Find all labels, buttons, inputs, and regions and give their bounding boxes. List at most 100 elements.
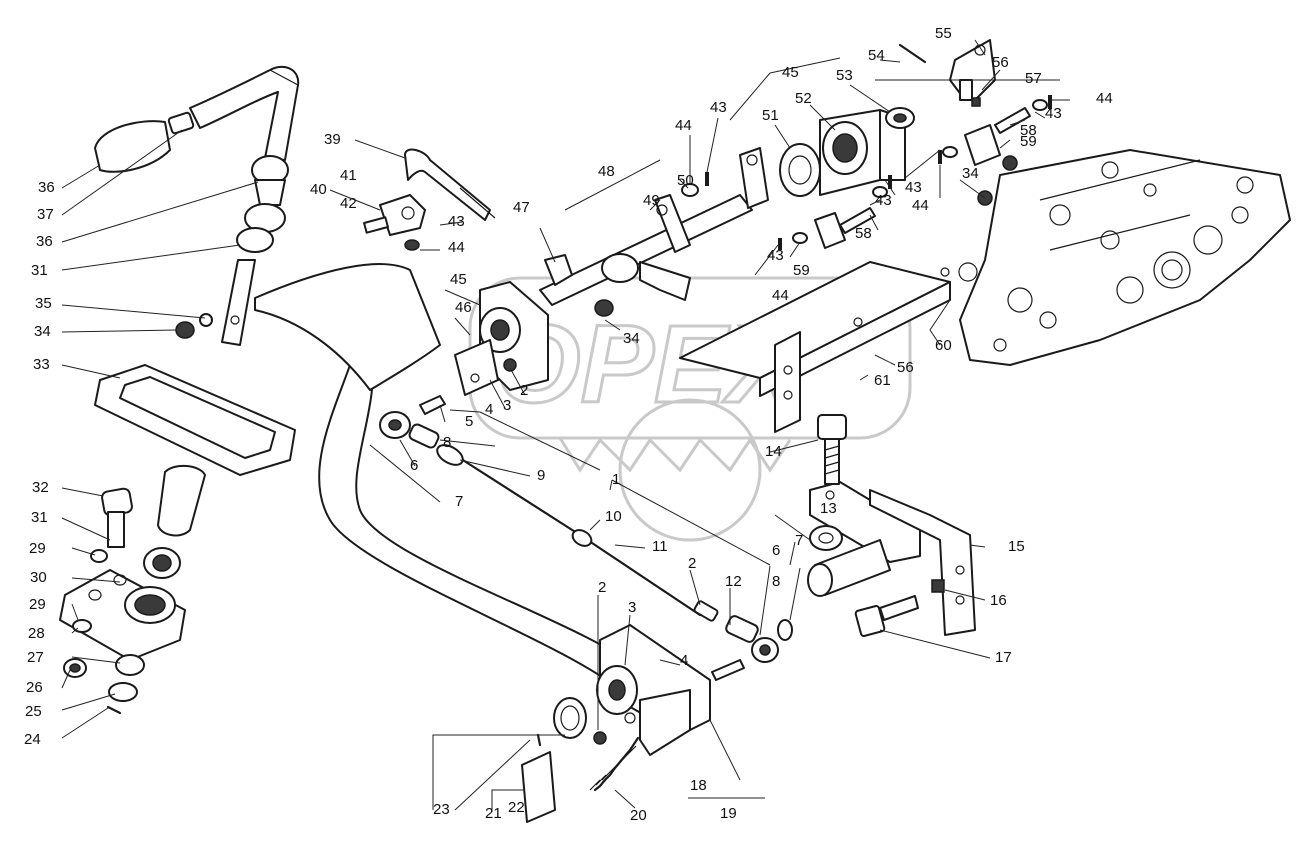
part-number-label: 33 bbox=[33, 356, 50, 373]
part-number-label: 37 bbox=[37, 206, 54, 223]
part-number-label: 13 bbox=[820, 500, 837, 517]
part-number-label: 23 bbox=[433, 801, 450, 818]
part-number-label: 7 bbox=[455, 493, 463, 510]
part-number-label: 34 bbox=[34, 323, 51, 340]
leader-lines bbox=[61, 39, 1070, 812]
part-number-label: 22 bbox=[508, 799, 525, 816]
part-number-label: 51 bbox=[762, 107, 779, 124]
part-number-label: 27 bbox=[27, 649, 44, 666]
part-number-label: 45 bbox=[782, 64, 799, 81]
part-number-label: 31 bbox=[31, 509, 48, 526]
part-number-label: 61 bbox=[874, 372, 891, 389]
part-number-label: 56 bbox=[992, 54, 1009, 71]
part-number-label: 32 bbox=[32, 479, 49, 496]
part-number-label: 3 bbox=[503, 397, 511, 414]
part-number-label: 40 bbox=[310, 181, 327, 198]
part-number-label: 43 bbox=[875, 192, 892, 209]
part-number-label: 25 bbox=[25, 703, 42, 720]
shift-lever bbox=[94, 65, 300, 173]
part-number-label: 26 bbox=[26, 679, 43, 696]
part-number-label: 11 bbox=[652, 538, 668, 555]
part-number-label: 24 bbox=[24, 731, 41, 748]
part-number-label: 59 bbox=[1020, 133, 1037, 150]
part-number-label: 43 bbox=[905, 179, 922, 196]
clevis-55 bbox=[898, 39, 996, 107]
part-number-label: 41 bbox=[340, 167, 357, 184]
part-number-label: 53 bbox=[836, 67, 853, 84]
clevis-upper bbox=[379, 395, 446, 449]
part-number-label: 4 bbox=[485, 401, 493, 418]
part-number-label: 43 bbox=[767, 247, 784, 264]
part-number-label: 44 bbox=[772, 287, 789, 304]
cross-shaft bbox=[539, 147, 769, 317]
part-number-label: 60 bbox=[935, 337, 952, 354]
part-number-label: 44 bbox=[448, 239, 465, 256]
part-number-label: 34 bbox=[623, 330, 640, 347]
part-number-label: 54 bbox=[868, 47, 885, 64]
bearing-assembly bbox=[779, 107, 915, 197]
part-number-label: 18 bbox=[690, 777, 707, 794]
valve-block bbox=[958, 149, 1291, 366]
clevis-59-58 bbox=[814, 107, 1031, 249]
part-number-label: 44 bbox=[912, 197, 929, 214]
part-number-label: 8 bbox=[772, 573, 780, 590]
part-number-label: 43 bbox=[710, 99, 727, 116]
part-number-label: 28 bbox=[28, 625, 45, 642]
bolt-14 bbox=[817, 414, 847, 485]
part-number-label: 58 bbox=[855, 225, 872, 242]
part-number-label: 12 bbox=[725, 573, 742, 590]
part-number-label: 36 bbox=[36, 233, 53, 250]
part-number-label: 48 bbox=[598, 163, 615, 180]
part-number-label: 29 bbox=[29, 596, 46, 613]
part-number-label: 2 bbox=[598, 579, 606, 596]
bolt-17 bbox=[854, 595, 919, 637]
part-number-label: 7 bbox=[795, 532, 803, 549]
bracket-15 bbox=[807, 481, 976, 636]
nut-34 bbox=[175, 321, 195, 339]
part-number-label: 8 bbox=[443, 434, 451, 451]
part-number-label: 15 bbox=[1008, 538, 1025, 555]
part-number-label: 6 bbox=[410, 457, 418, 474]
part-number-label: 6 bbox=[772, 542, 780, 559]
part-number-label: 21 bbox=[485, 805, 502, 822]
part-number-label: 46 bbox=[455, 299, 472, 316]
washers-pins bbox=[681, 95, 1052, 250]
fitting-40 bbox=[363, 194, 426, 251]
part-number-label: 43 bbox=[448, 213, 465, 230]
part-number-label: 55 bbox=[935, 25, 952, 42]
part-number-label: 31 bbox=[31, 262, 48, 279]
shift-boot bbox=[221, 155, 289, 346]
sleeve-31 bbox=[157, 464, 206, 537]
bracket-60 bbox=[679, 261, 951, 433]
part-number-label: 56 bbox=[897, 359, 914, 376]
part-number-label: 9 bbox=[537, 467, 545, 484]
part-number-labels: 1222334456677889101112131415161718192021… bbox=[24, 25, 1113, 824]
part-number-label: 3 bbox=[628, 599, 636, 616]
base-plate-30 bbox=[59, 487, 186, 715]
part-number-label: 2 bbox=[520, 382, 528, 399]
part-number-label: 2 bbox=[688, 555, 696, 572]
part-number-label: 52 bbox=[795, 90, 812, 107]
part-number-label: 29 bbox=[29, 540, 46, 557]
part-number-label: 30 bbox=[30, 569, 47, 586]
push-rod bbox=[436, 444, 719, 622]
spring-20 bbox=[589, 736, 640, 792]
part-number-label: 49 bbox=[643, 192, 660, 209]
part-number-label: 34 bbox=[962, 165, 979, 182]
part-number-label: 35 bbox=[35, 295, 52, 312]
part-number-label: 16 bbox=[990, 592, 1007, 609]
part-number-label: 17 bbox=[995, 649, 1012, 666]
part-number-label: 44 bbox=[675, 117, 692, 134]
upper-pivot-bracket bbox=[454, 281, 549, 396]
part-number-label: 44 bbox=[1096, 90, 1113, 107]
rod-39 bbox=[404, 148, 496, 221]
part-number-label: 5 bbox=[465, 413, 473, 430]
cover-plate-33 bbox=[94, 364, 296, 476]
part-number-label: 39 bbox=[324, 131, 341, 148]
part-number-label: 19 bbox=[720, 805, 737, 822]
part-number-label: 47 bbox=[513, 199, 530, 216]
part-number-label: 36 bbox=[38, 179, 55, 196]
cotter-pin-22 bbox=[536, 733, 542, 747]
